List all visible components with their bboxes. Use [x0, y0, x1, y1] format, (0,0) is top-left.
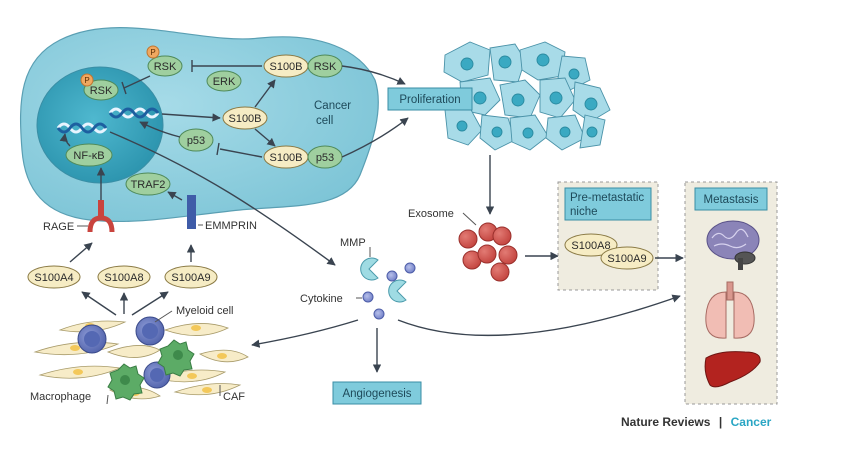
svg-text:S100A9: S100A9	[607, 253, 646, 265]
svg-text:S100B: S100B	[269, 61, 302, 73]
svg-text:RSK: RSK	[314, 61, 337, 73]
svg-text:Pre-metastatic: Pre-metastatic	[570, 192, 644, 204]
svg-text:RSK: RSK	[90, 85, 113, 97]
molecule-erk: ERK	[206, 70, 242, 92]
myeloid-cells	[77, 316, 171, 389]
rage-receptor: RAGE	[43, 200, 115, 233]
tumour-cell-cluster	[443, 41, 611, 151]
svg-text:ERK: ERK	[213, 76, 236, 88]
svg-text:P: P	[84, 76, 89, 85]
svg-text:P: P	[150, 48, 155, 57]
molecule-s100b: S100B	[222, 106, 268, 130]
svg-text:S100B: S100B	[269, 152, 302, 164]
macrophages	[107, 339, 195, 401]
svg-text:TRAF2: TRAF2	[131, 179, 166, 191]
molecule-nfkb: NF-κB	[65, 143, 113, 167]
svg-text:S100A4: S100A4	[34, 272, 73, 284]
svg-text:NF-κB: NF-κB	[73, 150, 104, 162]
signaling-arrows	[59, 60, 409, 266]
rage-label: RAGE	[43, 221, 74, 233]
molecule-rsk-cytoplasm: RSK P	[146, 45, 183, 77]
liver-icon	[704, 351, 761, 388]
cytokine-dots	[362, 262, 416, 320]
svg-text:S100A8: S100A8	[571, 240, 610, 252]
svg-text:p53: p53	[187, 135, 205, 147]
cancer-cell-label-1: Cancer	[314, 100, 351, 112]
myeloid-cell-label: Myeloid cell	[176, 305, 233, 317]
credit-line: Nature Reviews | Cancer	[621, 413, 772, 430]
exosomes	[458, 222, 518, 282]
proliferation-box: Proliferation	[387, 87, 473, 111]
mmp-enzymes	[360, 257, 407, 303]
secreted-s100a8: S100A8	[97, 265, 151, 289]
phospho-icon	[80, 73, 94, 87]
svg-text:Angiogenesis: Angiogenesis	[342, 388, 411, 400]
svg-text:Proliferation: Proliferation	[399, 94, 460, 106]
emmprin-label: EMMPRIN	[205, 220, 257, 232]
pre-metastatic-niche-panel: Pre-metastatic niche S100A8 S100A9	[557, 181, 659, 291]
mmp-label: MMP	[340, 237, 366, 249]
phospho-icon	[146, 45, 160, 59]
cancer-cell-label-2: cell	[316, 115, 333, 127]
secreted-s100a4: S100A4	[27, 265, 81, 289]
svg-text:S100A8: S100A8	[104, 272, 143, 284]
dna-helix-icon	[108, 107, 160, 119]
svg-text:S100A9: S100A9	[171, 272, 210, 284]
credit-separator: |	[719, 415, 722, 429]
molecule-s100b-p53-complex: S100B p53	[263, 145, 343, 169]
svg-text:RSK: RSK	[154, 61, 177, 73]
brain-icon	[706, 220, 760, 270]
svg-text:S100B: S100B	[228, 113, 261, 125]
emmprin-receptor: EMMPRIN	[187, 195, 257, 232]
svg-text:p53: p53	[316, 152, 334, 164]
svg-text:Metastasis: Metastasis	[704, 194, 759, 206]
molecule-traf2: TRAF2	[125, 172, 171, 196]
molecule-rsk-nucleus: RSK P	[80, 73, 119, 101]
exosome-label: Exosome	[408, 208, 454, 220]
secretion-arrows	[69, 242, 196, 316]
dna-helix-icon	[56, 122, 108, 134]
molecule-p53: p53	[178, 128, 214, 152]
caf-label: CAF	[223, 391, 245, 403]
secreted-s100a9: S100A9	[164, 265, 218, 289]
credit-journal: Nature Reviews	[621, 415, 711, 429]
cytokine-label: Cytokine	[300, 293, 343, 305]
lungs-icon	[705, 281, 755, 339]
svg-text:niche: niche	[570, 206, 598, 218]
mediator-arrows	[251, 294, 681, 373]
angiogenesis-box: Angiogenesis	[332, 381, 422, 405]
macrophage-label: Macrophage	[30, 391, 91, 403]
credit-section: Cancer	[731, 415, 772, 429]
